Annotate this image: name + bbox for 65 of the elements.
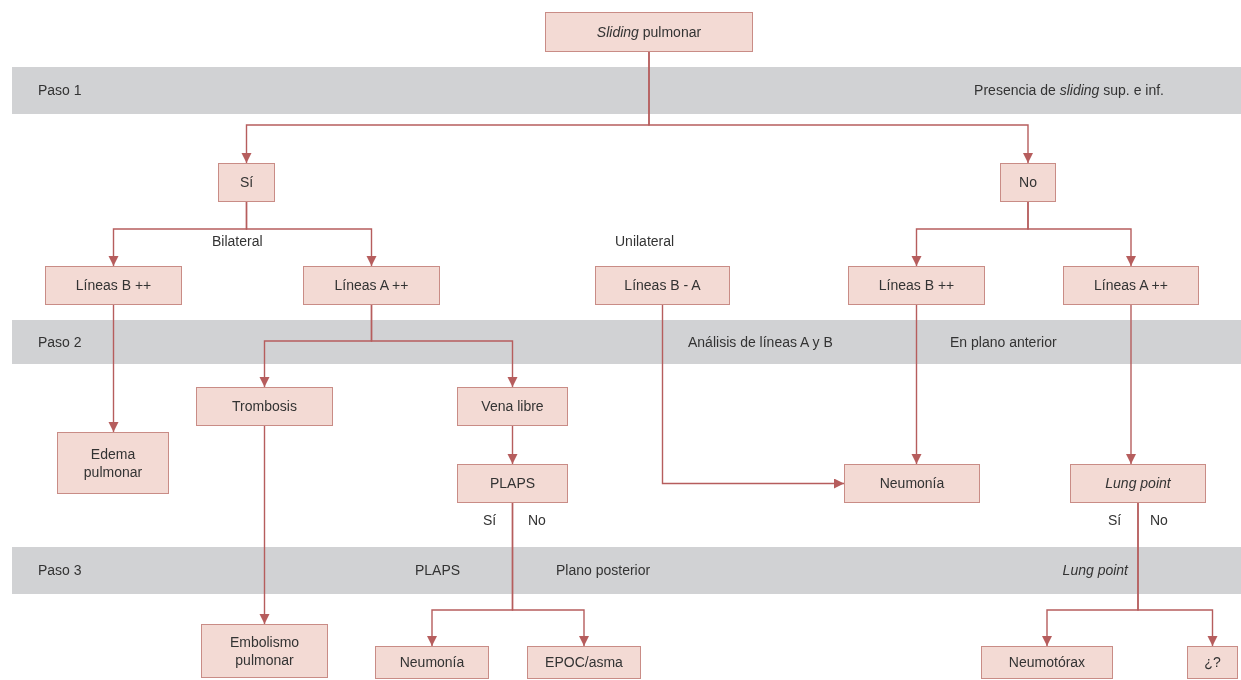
text-label: No: [1150, 512, 1168, 528]
box-text: ¿?: [1204, 653, 1221, 672]
process-box: [545, 12, 753, 52]
arrow: [661, 304, 845, 489]
text-label: En plano anterior: [950, 334, 1057, 350]
process-box: [57, 432, 169, 494]
arrow: [511, 502, 589, 647]
box-text: Neumonía: [879, 474, 945, 493]
box-text: Líneas B ++: [878, 276, 955, 295]
process-box: [981, 646, 1113, 679]
box-text: Neumotórax: [1008, 653, 1086, 672]
text-label: Análisis de líneas A y B: [688, 334, 833, 350]
arrow: [507, 425, 518, 465]
process-box: [1000, 163, 1056, 202]
arrow: [1137, 502, 1218, 647]
box-text: No: [1019, 173, 1037, 192]
text-label: Sí: [1108, 512, 1122, 528]
box-text: Vena libre: [481, 397, 544, 416]
process-box: [218, 163, 275, 202]
process-box: [375, 646, 489, 679]
process-box: [844, 464, 980, 503]
box-text: Sí: [239, 173, 254, 192]
arrow: [1126, 304, 1136, 465]
arrow: [911, 304, 922, 465]
text-label: Paso 3: [38, 562, 82, 578]
box-text: Trombosis: [232, 397, 297, 416]
process-box: [303, 266, 440, 305]
box-text: Lung point: [1105, 474, 1171, 493]
arrow: [1027, 201, 1136, 267]
box-text: Líneas A ++: [334, 276, 409, 295]
text-label: Sí: [483, 512, 497, 528]
text-label: Lung point: [1062, 562, 1128, 578]
box-text: Sliding pulmonar: [596, 22, 702, 42]
text-label: Bilateral: [212, 233, 263, 249]
process-box: [45, 266, 182, 305]
process-box: [201, 624, 328, 678]
text-label: Plano posterior: [556, 562, 651, 578]
box-text: EPOC/asma: [545, 653, 623, 672]
text-label: Paso 2: [38, 334, 82, 350]
text-label: Unilateral: [615, 233, 675, 249]
box-text: Líneas B - A: [624, 276, 701, 295]
process-box: [1187, 646, 1238, 679]
box-text: Neumonía: [399, 653, 465, 672]
box-text: Líneas B ++: [75, 276, 152, 295]
process-box: [595, 266, 730, 305]
arrow: [245, 201, 377, 267]
text-label: PLAPS: [415, 562, 461, 578]
process-box: [457, 387, 568, 426]
process-box: [457, 464, 568, 503]
process-box: [527, 646, 641, 679]
box-text: Edema pulmonar: [82, 444, 144, 482]
process-box: [1070, 464, 1206, 503]
arrow: [648, 51, 1033, 164]
box-text: Líneas A ++: [1094, 276, 1168, 295]
text-label: Paso 1: [38, 82, 82, 98]
process-box: [848, 266, 985, 305]
box-text: Embolismo pulmonar: [228, 632, 301, 670]
process-box: [1063, 266, 1199, 305]
arrow: [259, 425, 270, 625]
box-text: PLAPS: [489, 474, 536, 493]
text-label: No: [528, 512, 546, 528]
arrow: [108, 304, 119, 433]
process-box: [196, 387, 333, 426]
arrow: [370, 304, 518, 388]
text-label: Presencia de sliding sup. e inf.: [974, 82, 1164, 98]
